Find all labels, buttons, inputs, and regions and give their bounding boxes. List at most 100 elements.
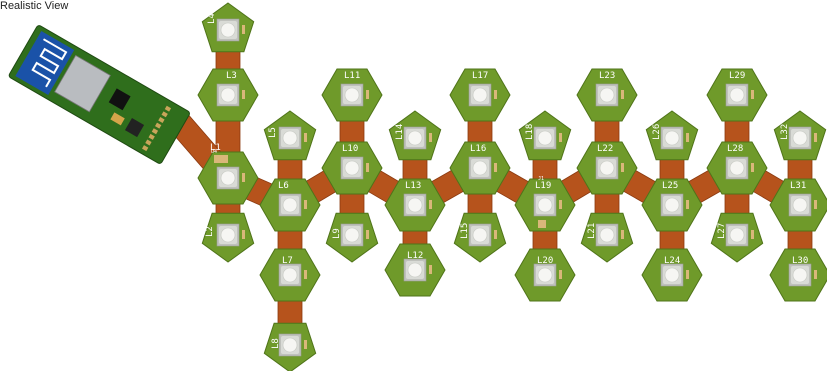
led-lens [282, 337, 298, 353]
led-label: L28 [727, 144, 743, 154]
led-label: L17 [472, 71, 488, 81]
led-label: L21 [587, 223, 597, 239]
header-pin [142, 145, 149, 152]
header-pin [151, 128, 159, 135]
led-pad: L11 [321, 68, 383, 122]
led-pad: L17 [449, 68, 511, 122]
led-pad: L28 [706, 141, 768, 195]
module-shield [54, 54, 111, 113]
led-lens [792, 130, 808, 146]
led-lens [220, 170, 236, 186]
led-label: L3 [226, 71, 237, 81]
led-lens [472, 87, 488, 103]
led-label: L15 [460, 223, 470, 239]
led-label: L13 [405, 181, 421, 191]
led-label: L19 [535, 181, 551, 191]
led-pad: L4 [201, 2, 255, 53]
capacitor [429, 200, 432, 209]
capacitor [304, 270, 307, 279]
capacitor [304, 340, 307, 349]
led-pad: L2 [201, 212, 255, 263]
led-label: L2 [205, 226, 215, 237]
led-lens [220, 227, 236, 243]
capacitor [242, 173, 245, 182]
capacitor [242, 90, 245, 99]
u4-label: U4 [211, 149, 217, 155]
led-lens [792, 197, 808, 213]
led-pad: L25 [641, 178, 703, 232]
chip-black [108, 88, 131, 111]
led-label: L26 [652, 124, 662, 140]
capacitor [304, 200, 307, 209]
led-lens [220, 22, 236, 38]
antenna-area [15, 30, 75, 96]
capacitor [686, 133, 689, 142]
led-pad: L8 [263, 322, 317, 371]
led-lens [664, 130, 680, 146]
led-label: L23 [599, 71, 615, 81]
capacitor [366, 230, 369, 239]
led-lens [344, 227, 360, 243]
capacitor [621, 163, 624, 172]
led-pad: L26 [645, 110, 699, 161]
led-pad: L30 [769, 248, 827, 302]
led-lens [792, 267, 808, 283]
led-lens [220, 87, 236, 103]
led-pad: L9 [325, 212, 379, 263]
capacitor [751, 90, 754, 99]
led-pad: L24 [641, 248, 703, 302]
led-lens [537, 197, 553, 213]
led-pad: L23 [576, 68, 638, 122]
bluetooth-module [8, 25, 190, 164]
led-label: L18 [525, 124, 535, 140]
led-label: L14 [395, 124, 405, 140]
led-lens [599, 160, 615, 176]
led-pad: L14 [388, 110, 442, 161]
capacitor [751, 163, 754, 172]
led-label: L25 [662, 181, 678, 191]
led-pad: L16 [449, 141, 511, 195]
u4-component [214, 155, 228, 163]
led-lens [472, 160, 488, 176]
led-label: L24 [664, 256, 680, 266]
capacitor [242, 25, 245, 34]
led-lens [282, 130, 298, 146]
led-lens [344, 160, 360, 176]
header-pin [155, 122, 162, 129]
led-label: L7 [282, 256, 293, 266]
capacitor [494, 90, 497, 99]
led-lens [729, 87, 745, 103]
led-pad: L6 [259, 178, 321, 232]
led-pad: L22 [576, 141, 638, 195]
led-label: L30 [792, 256, 808, 266]
capacitor [751, 230, 754, 239]
led-pad: L21 [580, 212, 634, 263]
j1-label: J1 [538, 176, 544, 182]
header-pin [161, 111, 168, 118]
header-pin [145, 139, 152, 146]
capacitor [366, 90, 369, 99]
led-label: L20 [537, 256, 553, 266]
led-lens [537, 267, 553, 283]
view-title: Realistic View [0, 0, 69, 12]
capacitor [686, 270, 689, 279]
led-lens [472, 227, 488, 243]
capacitor [559, 133, 562, 142]
led-lens [599, 227, 615, 243]
led-lens [407, 197, 423, 213]
led-pad: L20 [514, 248, 576, 302]
capacitor [814, 200, 817, 209]
chip-qfn [124, 117, 145, 138]
capacitor [494, 163, 497, 172]
led-lens [407, 262, 423, 278]
j1-component [538, 220, 546, 228]
capacitor [494, 230, 497, 239]
led-label: L9 [332, 228, 342, 239]
led-pad: L10 [321, 141, 383, 195]
led-pad: L1 [197, 143, 259, 205]
led-lens [599, 87, 615, 103]
capacitor [621, 90, 624, 99]
capacitor [559, 200, 562, 209]
led-lens [729, 227, 745, 243]
capacitor [242, 230, 245, 239]
